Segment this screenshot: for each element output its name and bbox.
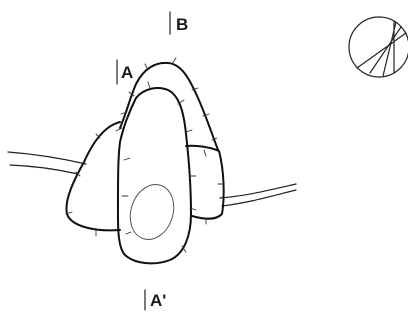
right-strand xyxy=(220,184,296,206)
label-b: B xyxy=(170,12,188,34)
central-body xyxy=(118,88,191,263)
outer-arch xyxy=(120,63,218,150)
label-a-text: A xyxy=(121,63,133,82)
label-a-prime: A' xyxy=(145,290,166,310)
inner-oval xyxy=(123,179,180,245)
left-lobe xyxy=(66,122,120,230)
left-strand xyxy=(8,152,86,174)
label-a-prime-text: A' xyxy=(150,291,166,310)
orientation-circle-icon xyxy=(349,17,408,77)
label-b-text: B xyxy=(176,15,188,34)
hatching-marks xyxy=(66,58,224,252)
label-a: A xyxy=(117,60,133,84)
